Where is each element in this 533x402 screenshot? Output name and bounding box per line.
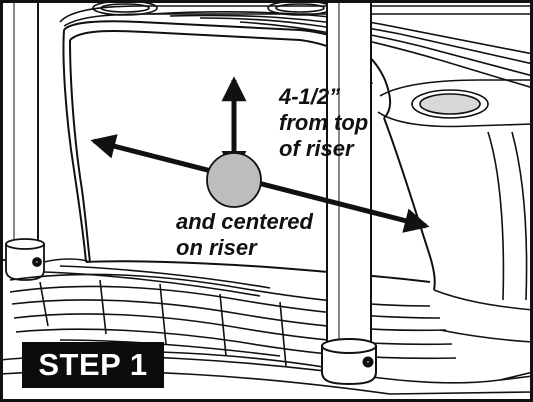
center-rail-post (321, 0, 377, 386)
centering-callout: and centered on riser (176, 209, 313, 261)
center-point-marker (206, 152, 262, 208)
measurement-callout-line1: 4-1/2” (279, 84, 341, 109)
measurement-callout-line2: from top (279, 109, 369, 135)
step-badge: STEP 1 (22, 342, 164, 388)
right-upper-step (377, 79, 533, 301)
upper-step-platform (59, 0, 533, 89)
centering-callout-line1: and centered (176, 209, 313, 234)
measurement-callout: 4-1/2” from top of riser (279, 84, 368, 162)
left-rail-post (1, 0, 45, 281)
centering-callout-line2: on riser (176, 234, 257, 260)
measurement-callout-line3: of riser (279, 135, 354, 161)
